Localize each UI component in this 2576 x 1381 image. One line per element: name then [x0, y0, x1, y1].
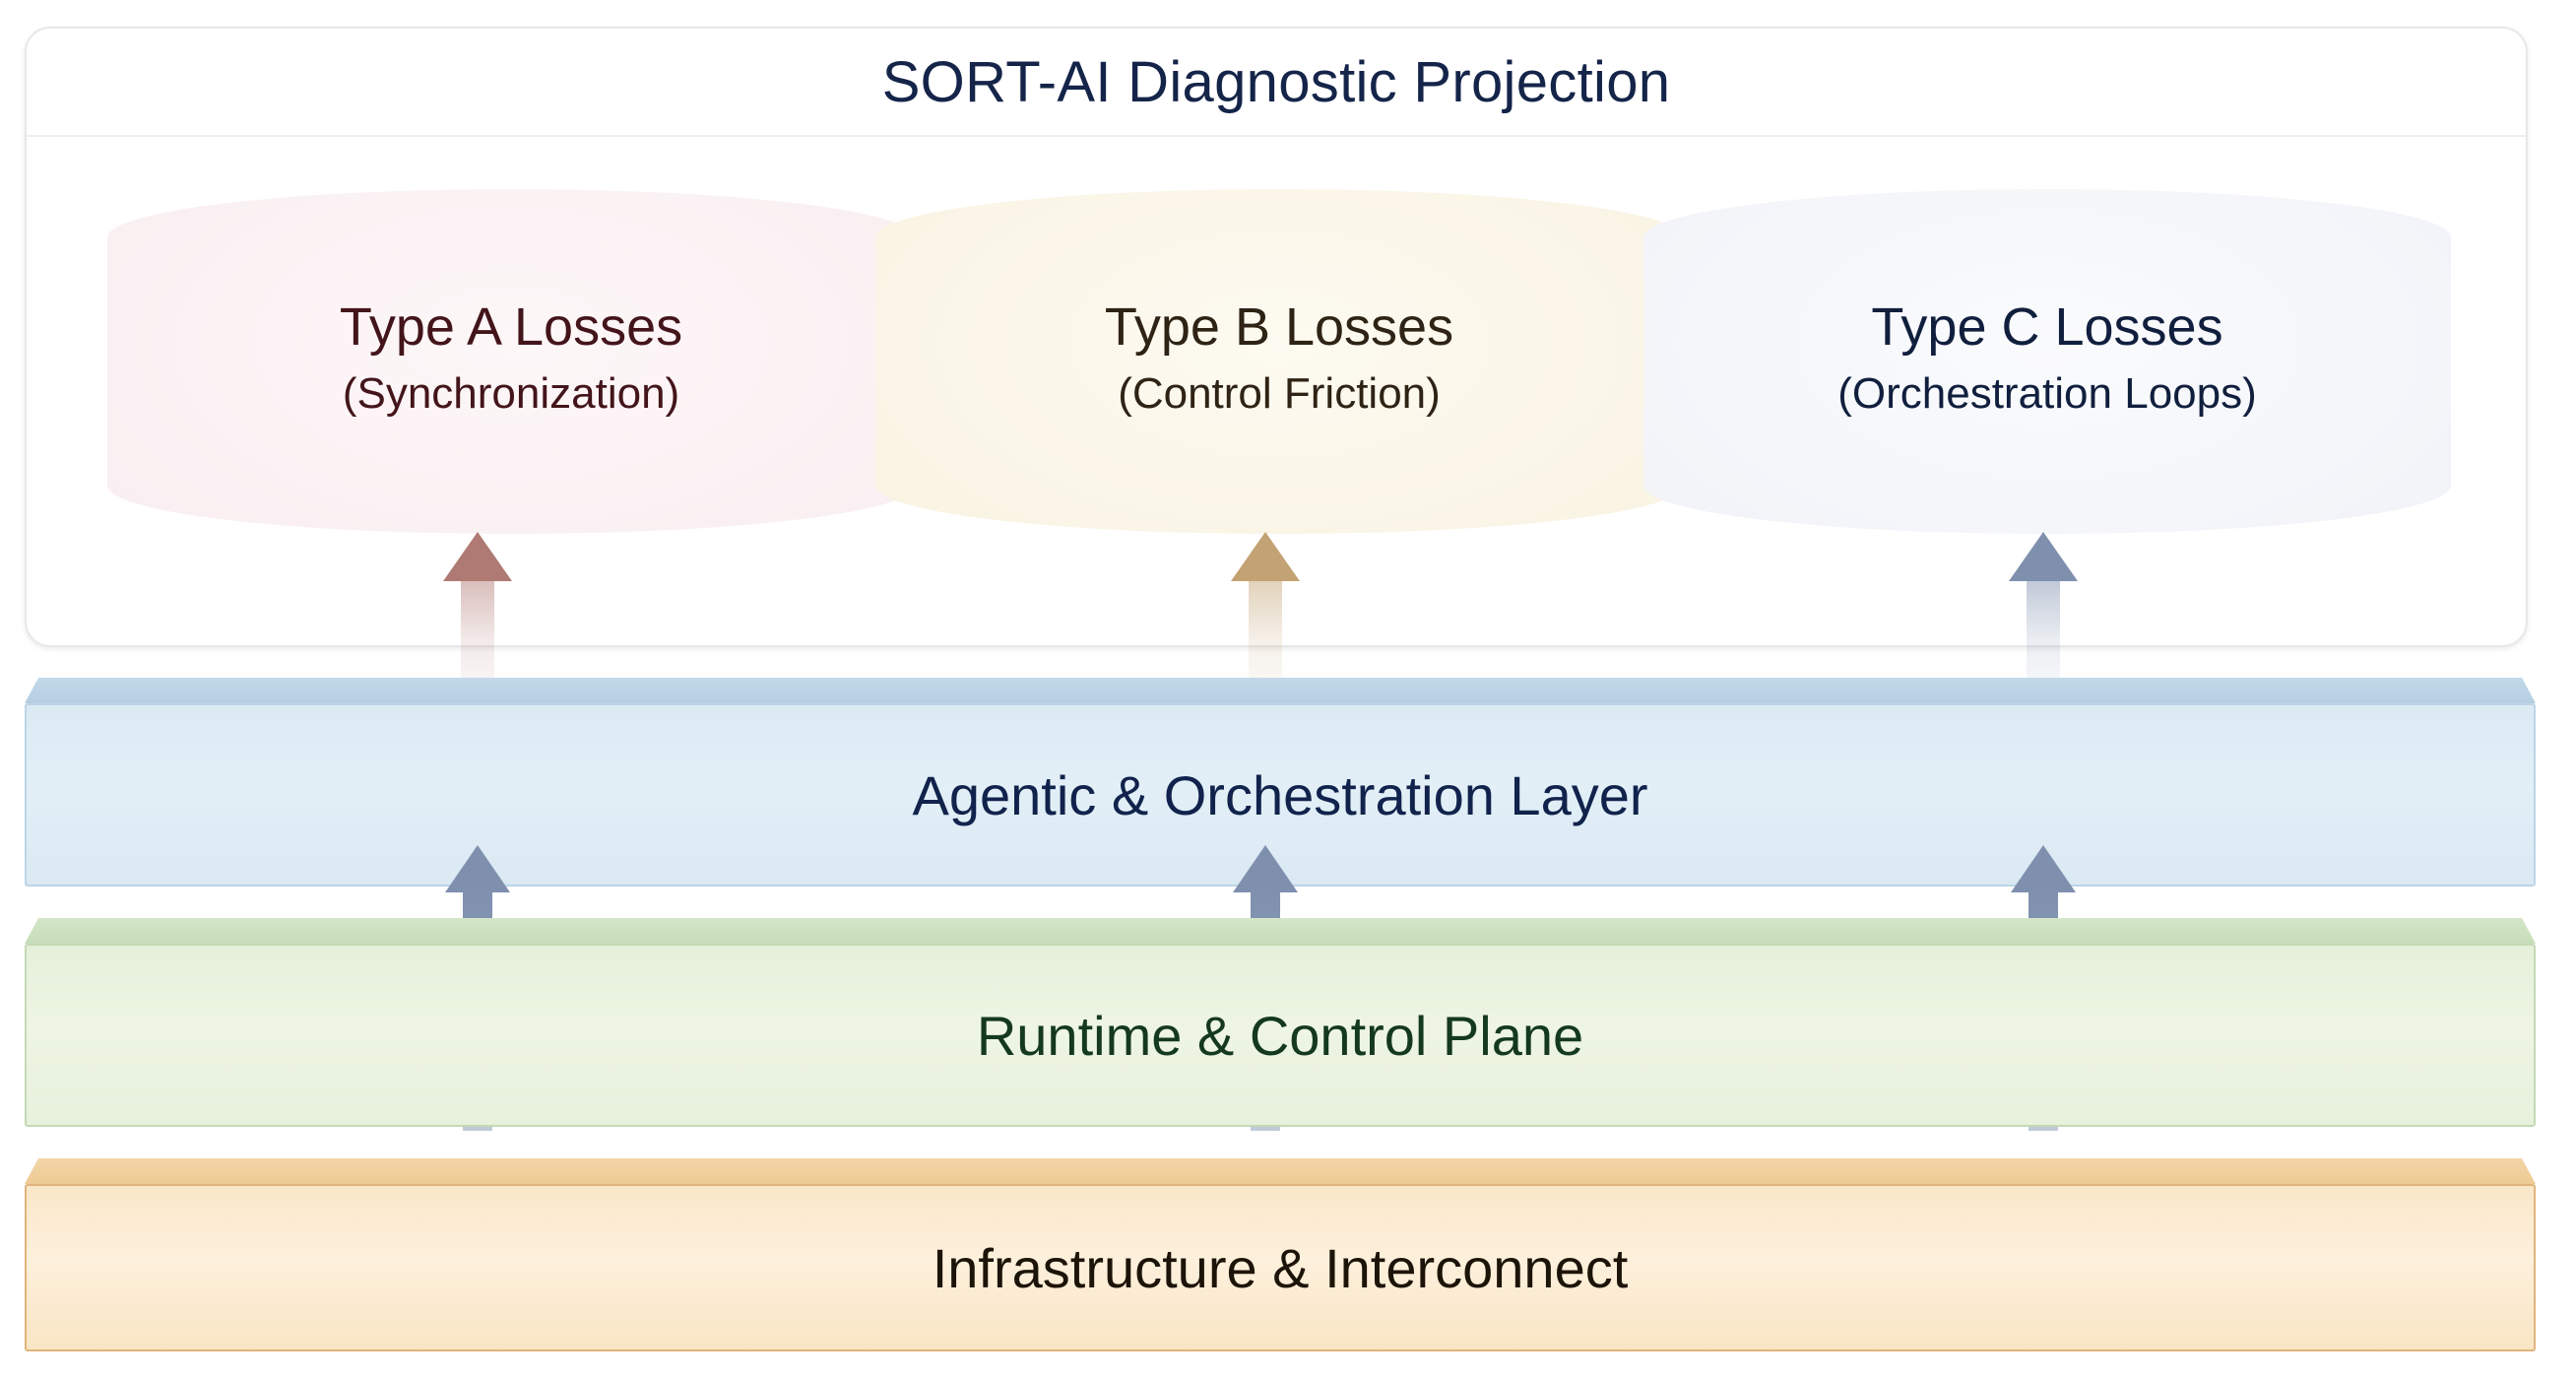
layer-body: Infrastructure & Interconnect	[25, 1184, 2536, 1351]
loss-panel-title: Type B Losses	[1104, 296, 1454, 357]
loss-panel-type-c[interactable]: Type C Losses (Orchestration Loops)	[1643, 189, 2451, 534]
loss-panel-type-b[interactable]: Type B Losses (Control Friction)	[875, 189, 1683, 534]
layer-top-bevel	[25, 1158, 2536, 1184]
loss-panel-title: Type C Losses	[1871, 296, 2223, 357]
layer-infrastructure-interconnect[interactable]: Infrastructure & Interconnect	[25, 1158, 2536, 1351]
loss-panel-title: Type A Losses	[339, 296, 683, 357]
loss-panel-type-a[interactable]: Type A Losses (Synchronization)	[107, 189, 915, 534]
arrowhead-shape	[445, 845, 510, 892]
layer-top-bevel	[25, 918, 2536, 944]
card-header: SORT-AI Diagnostic Projection	[27, 29, 2526, 137]
layer-label: Agentic & Orchestration Layer	[912, 763, 1648, 826]
loss-panel-subtitle: (Orchestration Loops)	[1837, 369, 2257, 419]
arrowhead-shape	[443, 532, 512, 581]
layer-body: Runtime & Control Plane	[25, 944, 2536, 1127]
arrowhead-shape	[2011, 845, 2076, 892]
layer-runtime-control-plane[interactable]: Runtime & Control Plane	[25, 918, 2536, 1127]
arrowhead-shape	[1233, 845, 1298, 892]
layer-top-bevel	[25, 678, 2536, 703]
loss-panel-row: Type A Losses (Synchronization) Type B L…	[107, 189, 2451, 534]
loss-panel-subtitle: (Synchronization)	[342, 369, 680, 419]
loss-panel-subtitle: (Control Friction)	[1118, 369, 1441, 419]
layer-label: Infrastructure & Interconnect	[932, 1236, 1629, 1299]
layer-label: Runtime & Control Plane	[976, 1004, 1584, 1067]
arrowhead-shape	[1231, 532, 1300, 581]
diagnostic-card: SORT-AI Diagnostic Projection Type A Los…	[25, 27, 2528, 647]
arrowhead-shape	[2009, 532, 2078, 581]
page-title: SORT-AI Diagnostic Projection	[881, 49, 1671, 114]
